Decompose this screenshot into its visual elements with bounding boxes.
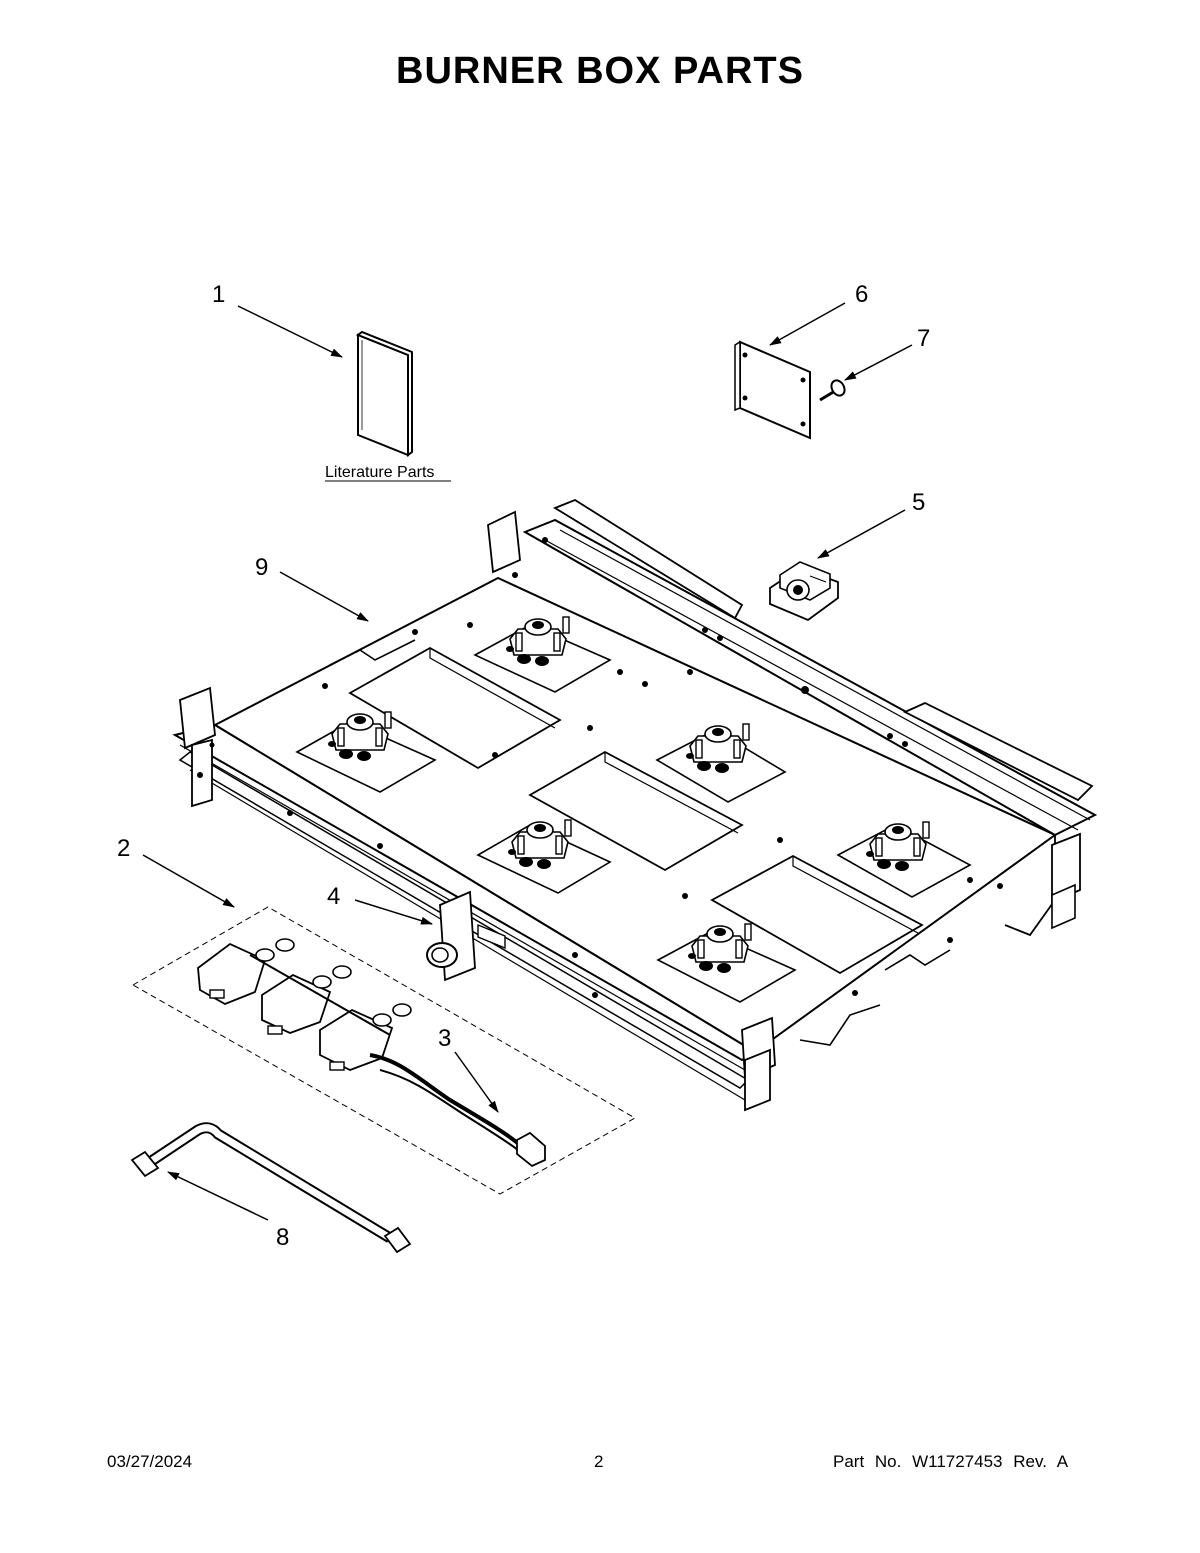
screw: [819, 379, 846, 402]
wire-harness: [369, 1053, 546, 1168]
footer-page-number: 2: [594, 1452, 604, 1471]
callout-1: 1: [212, 281, 225, 308]
literature-parts-booklet: [355, 330, 413, 457]
callout-5: 5: [912, 489, 925, 516]
callout-2: 2: [117, 835, 130, 862]
spark-module: [769, 561, 839, 622]
callout-4: 4: [327, 883, 340, 910]
burner-box-tray: [172, 498, 1098, 1112]
callout-3: 3: [438, 1025, 451, 1052]
footer-date: 03/27/2024: [107, 1452, 193, 1471]
literature-label: Literature Parts: [325, 464, 434, 481]
callout-6: 6: [855, 281, 868, 308]
leader-arrows: [142, 302, 913, 1221]
gas-inlet-fitting: [426, 890, 506, 982]
page-title: BURNER BOX PARTS: [396, 50, 804, 92]
gas-tube: [130, 1122, 412, 1254]
callout-8: 8: [276, 1224, 289, 1251]
callout-7: 7: [917, 325, 930, 352]
footer-part-number: Part No. W11727453 Rev. A: [833, 1452, 1069, 1471]
access-panel: [734, 340, 811, 440]
callout-9: 9: [255, 554, 268, 581]
